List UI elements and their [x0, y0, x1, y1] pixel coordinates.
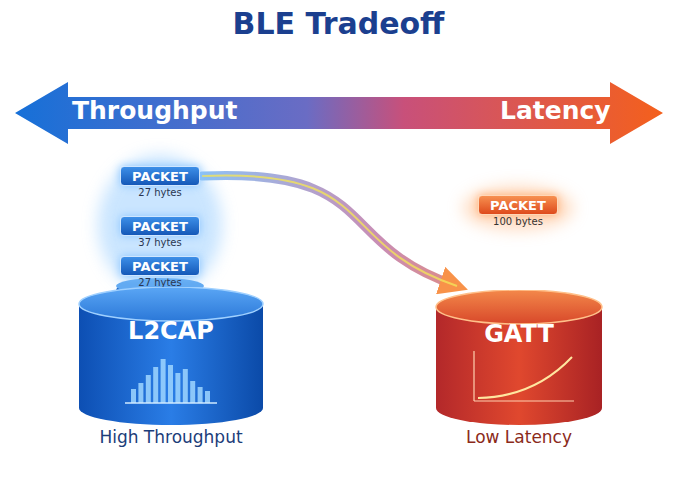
packet-size: 37 hytes — [120, 237, 200, 248]
arrow-highlight — [202, 175, 457, 286]
packet-size: 27 hytes — [120, 277, 200, 288]
cylinder-label: GATT — [435, 320, 603, 348]
packet-box: PACKET27 hytes — [120, 256, 200, 290]
diagram-title: BLE Tradeoff — [0, 6, 677, 41]
cylinder-label: L2CAP — [78, 317, 264, 345]
axis-label: Latency — [500, 96, 611, 125]
packet-label: PACKET — [120, 216, 200, 236]
cylinder-shape — [435, 290, 603, 427]
packet-size: 100 bytes — [478, 216, 558, 227]
database-cylinder: GATTLow Latency — [435, 290, 603, 455]
packet-box: PACKET100 bytes — [478, 195, 558, 229]
cylinder-caption: Low Latency — [415, 427, 623, 447]
cylinder-caption: High Throughput — [58, 427, 284, 447]
packet-glow — [463, 186, 573, 230]
packet-box: PACKET37 hytes — [120, 216, 200, 250]
cylinder-shape — [78, 287, 264, 427]
axis-label: Throughput — [72, 96, 238, 125]
database-cylinder: L2CAPHigh Throughput — [78, 287, 264, 455]
flow-arrow — [202, 175, 457, 286]
packet-box: PACKET27 hytes — [120, 166, 200, 200]
packet-label: PACKET — [120, 166, 200, 186]
packet-size: 27 hytes — [120, 187, 200, 198]
double-arrow — [15, 82, 663, 144]
packet-label: PACKET — [120, 256, 200, 276]
packet-label: PACKET — [478, 195, 558, 215]
